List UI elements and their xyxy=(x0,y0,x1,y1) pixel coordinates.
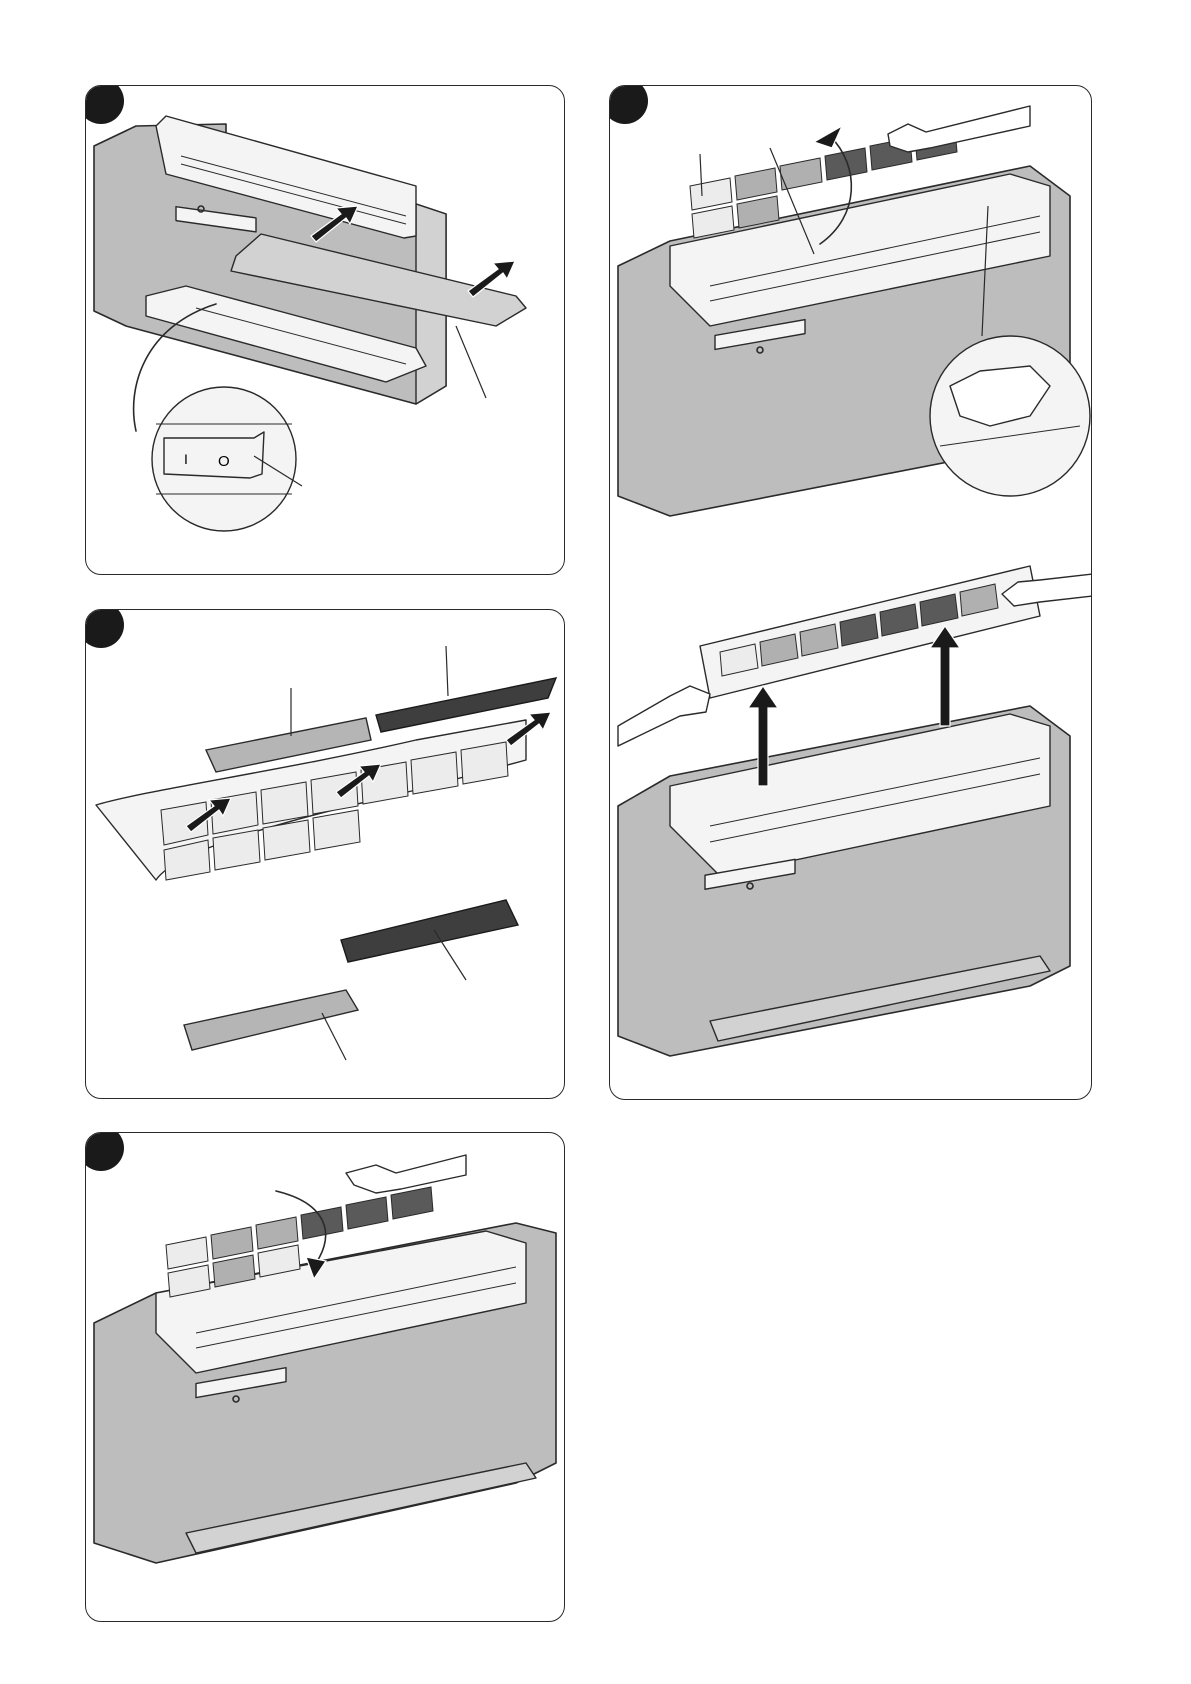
step-4-illustration xyxy=(610,86,1092,1100)
dark-filter-separate xyxy=(341,900,518,962)
hand-icon xyxy=(346,1155,466,1193)
rocker-switch-icon xyxy=(164,432,264,478)
switch-off-label: O xyxy=(218,453,230,470)
step-1-panel: I O xyxy=(85,85,565,575)
step-2-panel xyxy=(85,609,565,1099)
step-2-illustration xyxy=(86,610,565,1099)
hand-icon xyxy=(888,106,1030,152)
step-1-illustration: I O xyxy=(86,86,565,575)
lift-arrow-2-icon xyxy=(930,626,960,726)
step-3-illustration xyxy=(86,1133,565,1622)
lifted-air-filter-grid xyxy=(700,566,1040,698)
step-3-panel xyxy=(85,1132,565,1622)
step-4-panel xyxy=(609,85,1092,1100)
left-hand-icon xyxy=(618,686,710,746)
light-filter-separate xyxy=(184,990,358,1050)
switch-on-label: I xyxy=(184,451,188,467)
